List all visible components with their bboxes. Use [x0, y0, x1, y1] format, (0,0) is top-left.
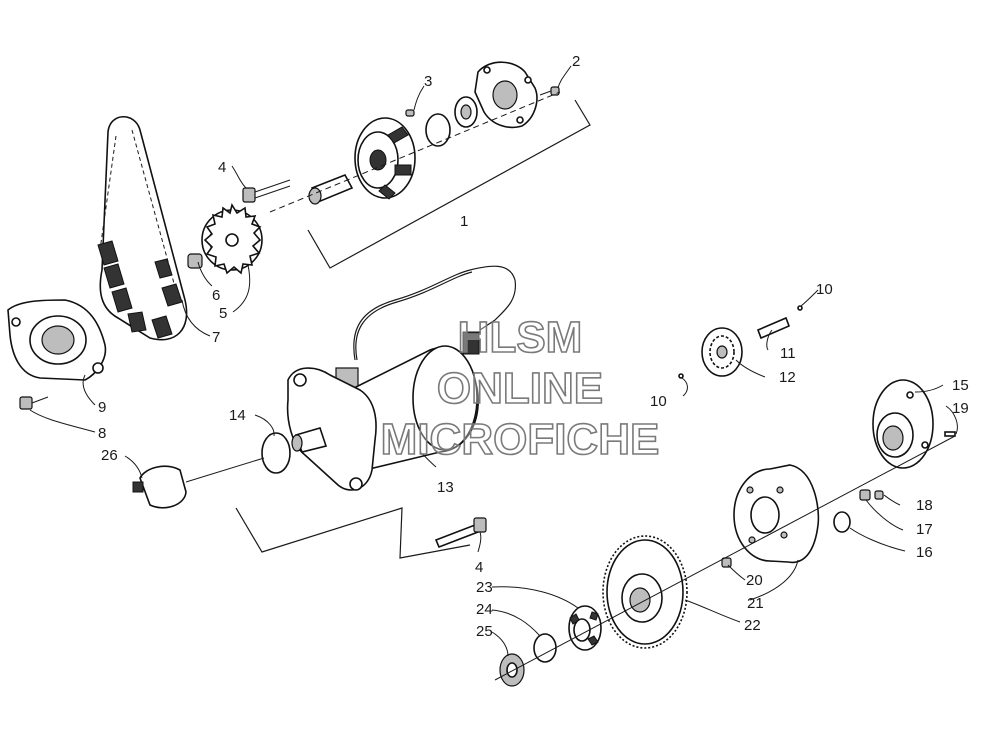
label-26: 26 [101, 447, 118, 464]
label-3: 3 [424, 73, 432, 90]
flywheel [733, 464, 820, 564]
hub-bolt [859, 489, 884, 501]
label-14: 14 [229, 407, 246, 424]
starter-cap [132, 457, 265, 509]
part-labels: 2 3 4 1 6 5 7 9 8 14 26 13 4 10 11 12 10… [98, 53, 969, 640]
label-2: 2 [572, 53, 580, 70]
label-19: 19 [952, 400, 969, 417]
starter-motor [235, 265, 517, 559]
label-13: 13 [437, 479, 454, 496]
one-way-clutch [568, 605, 602, 651]
label-11: 11 [780, 345, 796, 362]
sprocket [201, 202, 263, 275]
label-18: 18 [916, 497, 933, 514]
label-25: 25 [476, 623, 493, 640]
clutch-housing [354, 117, 416, 200]
clutch-plate [474, 61, 538, 129]
idler-shaft [756, 316, 791, 340]
label-22: 22 [744, 617, 761, 634]
watermark: HLSM ONLINE MICROFICHE [380, 312, 660, 465]
sprocket-bolt [187, 253, 203, 269]
cover-plate [7, 299, 107, 381]
label-7: 7 [212, 329, 220, 346]
plate-screw [539, 86, 560, 96]
hub-spacer [833, 511, 851, 533]
label-17: 17 [916, 521, 933, 538]
driven-gear-screw [721, 557, 732, 568]
o-ring [261, 432, 291, 474]
label-21: 21 [747, 595, 764, 612]
clutch-rollers [405, 96, 478, 147]
label-4-upper: 4 [218, 159, 226, 176]
cam-chain [97, 115, 188, 341]
watermark-line-3: MICROFICHE [381, 415, 660, 464]
driven-gear [602, 535, 688, 649]
idler-gear [701, 327, 743, 377]
rotor-hub [872, 379, 934, 469]
label-23: 23 [476, 579, 493, 596]
label-10-upper: 10 [816, 281, 833, 298]
hub-key [944, 431, 956, 437]
watermark-line-1: HLSM [458, 313, 583, 362]
nut [499, 653, 525, 687]
starter-bolt [434, 517, 487, 549]
cover-bolt [19, 396, 49, 410]
starter-clutch-assembly [242, 61, 591, 269]
label-10-lower: 10 [650, 393, 667, 410]
label-5: 5 [219, 305, 227, 322]
idler-clips [678, 305, 803, 379]
watermark-line-2: ONLINE [437, 364, 603, 413]
label-12: 12 [779, 369, 796, 386]
label-9: 9 [98, 399, 106, 416]
label-15: 15 [952, 377, 969, 394]
label-20: 20 [746, 572, 763, 589]
leader-lines [29, 65, 958, 657]
label-8: 8 [98, 425, 106, 442]
clutch-bolt [242, 179, 291, 203]
label-16: 16 [916, 544, 933, 561]
label-24: 24 [476, 601, 493, 618]
label-1: 1 [460, 213, 468, 230]
label-4-lower: 4 [475, 559, 483, 576]
label-6: 6 [212, 287, 220, 304]
clutch-shaft [308, 173, 354, 205]
